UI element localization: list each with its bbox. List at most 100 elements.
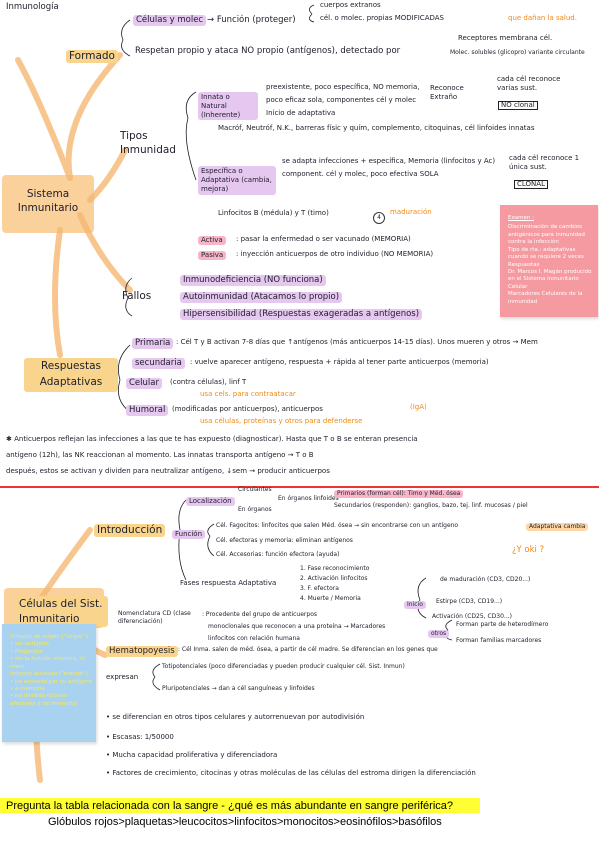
funcion-item-1: Cél. Fagocitos: linfocitos que salen Méd… xyxy=(216,522,459,529)
section-divider xyxy=(0,486,599,488)
sticky-item: linfocito de origen ("virgen") xyxy=(10,634,89,640)
text-pluripotenciales: Pluripotenciales → dan a cél sanguíneas … xyxy=(162,685,315,692)
node-fases: Fases respuesta Adaptativa xyxy=(180,579,277,587)
node-introduccion: Introducción xyxy=(94,524,166,537)
sticky-title: Examen : xyxy=(508,215,534,221)
text-respetan: Respetan propio y ataca NO propio (antíg… xyxy=(135,46,401,56)
esp-desc-1: se adapta infecciones + específica, Memo… xyxy=(282,157,496,165)
funcion-item-2: Cél. efectoras y memoria: eliminan antíg… xyxy=(216,537,353,544)
trunk-highlight xyxy=(2,175,94,233)
text-maduracion: maduración xyxy=(390,208,432,216)
sticky-item: Tipo de rta.: adaptativas cuando se requ… xyxy=(508,246,584,261)
cd-estirpe: Estirpe (CD3, CD19...) xyxy=(436,598,503,605)
sticky-item: • sin antígeno xyxy=(10,641,49,648)
question-highlight xyxy=(0,798,480,813)
text-hematopoyesis-desc: : Cél Inma. salen de méd. ósea, a partir… xyxy=(178,646,438,653)
sticky-item: Marcadores Celulares de la inmunidad xyxy=(508,291,583,305)
text-secundaria-desc: : vuelve aparecer antígeno, respuesta + … xyxy=(190,358,489,366)
text-primarios: Primarios (forman cél): Timo y Méd. ósea xyxy=(334,490,464,498)
text-humoral-desc: (modificadas por anticuerpos), anticuerp… xyxy=(172,405,323,413)
text-que-danan: que dañan la salud. xyxy=(508,14,577,22)
innata-desc-1: preexistente, poco específica, NO memori… xyxy=(266,83,420,91)
node-especifica: Específica o Adaptativa (cambia, mejora) xyxy=(198,166,276,196)
cd-maduracion: de maduración (CD3, CD20...) xyxy=(440,576,531,583)
badge-adaptativa-cambia: Adaptativa cambia xyxy=(526,523,589,531)
sticky-note-exam: Examen : Discriminación de cambios antig… xyxy=(500,205,598,317)
esp-desc-2: component. cél y molec, poco efectiva SO… xyxy=(282,170,439,178)
sticky-item: • sin la función efectora, ni mem xyxy=(10,656,85,670)
node-respuestas-adaptativas: Respuestas Adaptativas xyxy=(24,358,118,392)
text-cel-molec-modif: cél. o molec. propias MODIFICADAS xyxy=(320,14,444,22)
label-pasiva: Pasiva xyxy=(198,251,227,260)
para-line-2: antígeno (12h), las NK reaccionan al mom… xyxy=(6,451,314,459)
sticky-item: • a memoria xyxy=(10,685,45,692)
text-pasiva-desc: : inyección anticuerpos de otro individu… xyxy=(236,250,434,258)
text-celular-note: usa cels. para contraatacar xyxy=(200,390,296,398)
innata-desc-2: poco eficaz sola, componentes cél y mole… xyxy=(266,96,417,104)
label-otros: otros xyxy=(428,630,450,638)
funcion-item-3: Cél. Accesorias: función efectora (ayuda… xyxy=(216,551,340,558)
node-localizacion: Localización xyxy=(186,497,235,506)
text-celular-desc: (contra células), linf T xyxy=(170,378,247,386)
text-totipotenciales: Totipotenciales (poco diferenciadas y pu… xyxy=(162,663,405,670)
fase-item: 3. F. efectora xyxy=(300,585,339,592)
text-secundarios: Secundarios (responden): ganglios, bazo,… xyxy=(334,502,528,509)
node-innata: Innata o Natural (Inherente) xyxy=(198,92,258,121)
bullet-diferencian: • se diferencian en otros tipos celulare… xyxy=(106,713,365,721)
text-primaria-desc: : Cél T y B activan 7-8 días que ↑antíge… xyxy=(176,338,538,346)
badge-no-clonal: NO clonal xyxy=(498,101,538,110)
fallo-autoinmunidad: Autoinmunidad (Atacamos lo propio) xyxy=(180,292,343,303)
fase-item: 1. Fase reconocimiento xyxy=(300,565,370,572)
nomencl-desc-3: linfocitos con relación humana xyxy=(208,635,300,642)
fase-item: 4. Muerte / Memoria xyxy=(300,595,361,602)
fase-item: 2. Activación linfocitos xyxy=(300,575,368,582)
text-cada-cel-varias: cada cél reconoce varias sust. xyxy=(497,75,561,93)
node-celulas-molec: Células y molec xyxy=(133,15,207,26)
node-formado: Formado xyxy=(66,50,118,63)
bullet-capacidad: • Mucha capacidad proliferativa y difere… xyxy=(106,751,278,759)
text-en-organos: En órganos xyxy=(238,506,272,513)
text-linfocitos-b-t: Linfocitos B (médula) y T (timo) xyxy=(218,209,329,217)
sticky-item: • ha activado por su antígeno xyxy=(10,678,93,685)
text-y-oki: ¿Y oki ? xyxy=(512,545,545,555)
innata-list: Macróf, Neutróf, N.K., barreras físic y … xyxy=(218,124,535,132)
question-text: Pregunta la tabla relacionada con la san… xyxy=(6,800,454,812)
text-iga: (IgA) xyxy=(410,403,427,411)
nomencl-desc-1: : Procedente del grupo de anticuerpos xyxy=(202,611,318,618)
label-primaria: Primaria xyxy=(132,338,174,349)
sticky-item: • Progenitor xyxy=(10,648,44,655)
text-reconoce-extrano: Reconoce Extraño xyxy=(430,84,464,102)
node-tipos-inmunidad: Tipos Inmunidad xyxy=(120,130,176,156)
text-expresan: expresan xyxy=(106,673,139,681)
circle-number: 4 xyxy=(373,206,385,224)
innata-desc-3: Inicio de adaptativa xyxy=(266,109,336,117)
para-line-1: ✱ Anticuerpos reflejan las infecciones a… xyxy=(6,435,418,443)
text-circulantes: Circulantes xyxy=(238,486,272,493)
page-title: Inmunología xyxy=(6,2,59,12)
text-molec-solubles: Molec. solubles (glicopro) variante circ… xyxy=(450,49,585,56)
label-hematopoyesis: Hematopoyesis xyxy=(106,646,178,657)
text-forman-familias: Forman familias marcadores xyxy=(456,637,542,644)
text-receptores: Receptores membrana cél. xyxy=(458,34,553,42)
label-activa: Activa xyxy=(198,236,226,245)
node-sistema-inmunitario: Sistema Inmunitario xyxy=(17,188,79,214)
sticky-item: linfocito activado ("efector") xyxy=(10,671,88,678)
text-funcion: → Función (proteger) xyxy=(207,15,296,25)
text-humoral-note: usa células, proteínas y otros para defe… xyxy=(200,417,363,425)
node-celulas-sist-inmunitario: Células del Sist. Inmunitario xyxy=(16,596,108,628)
bullet-escasas: • Escasas: 1/50000 xyxy=(106,733,174,741)
answer-text: Glóbulos rojos>plaquetas>leucocitos>linf… xyxy=(48,816,442,828)
sticky-note-linfocitos: linfocito de origen ("virgen") • sin ant… xyxy=(2,624,96,742)
sticky-item: Dr. Marcos I. Magán producido en el Sist… xyxy=(508,268,592,290)
text-activa-desc: : pasar la enfermedad o ser vacunado (ME… xyxy=(236,235,411,243)
bullet-factores: • Factores de crecimiento, citocinas y o… xyxy=(106,769,476,777)
sticky-item: Respuestas xyxy=(508,261,540,268)
text-forman-parte: Forman parte de heterodímero xyxy=(456,621,549,628)
label-celular: Celular xyxy=(126,378,162,389)
node-fallos: Fallos xyxy=(122,290,152,302)
fallo-inmunodeficiencia: Inmunodeficiencia (NO funciona) xyxy=(180,275,326,286)
sticky-item: • ha dividido (clones efectores y de mem… xyxy=(10,693,78,707)
sticky-item: Discriminación de cambios antigénicos pa… xyxy=(508,224,585,246)
text-cada-cel-unica: cada cél reconoce 1 única sust. xyxy=(509,154,580,172)
para-line-3: después, estos se activan y dividen para… xyxy=(6,467,330,475)
